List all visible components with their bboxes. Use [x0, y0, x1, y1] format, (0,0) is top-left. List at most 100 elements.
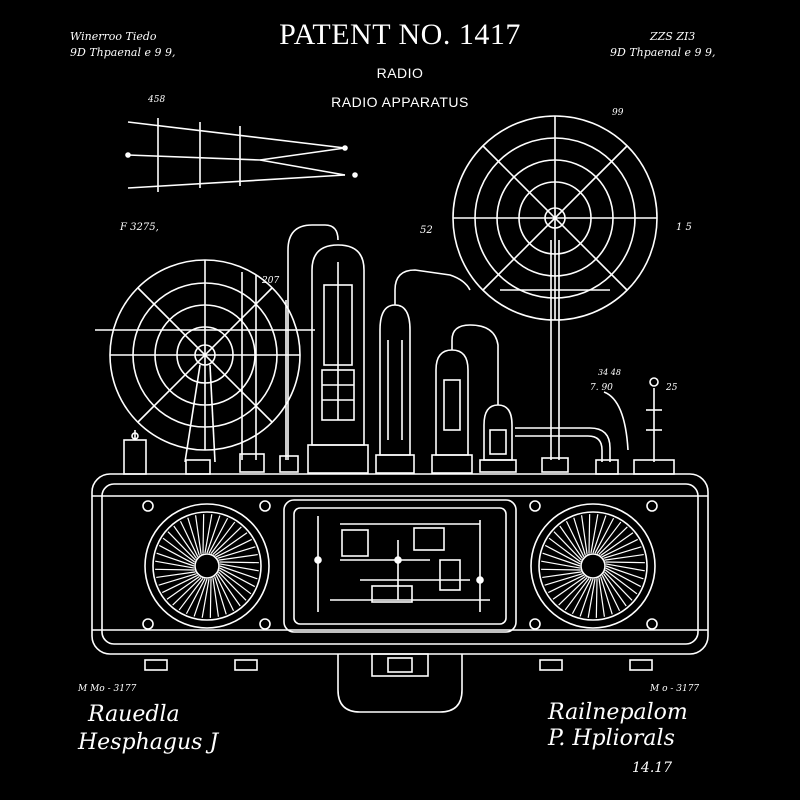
speaker-spoke [595, 578, 598, 618]
speaker-spoke [571, 578, 592, 615]
speaker-spoke [541, 560, 581, 569]
speaker-spoke [605, 569, 638, 595]
speaker-spoke [544, 573, 583, 586]
bottom-right-signature-2: P. Hpliorals [548, 726, 675, 751]
speaker-spoke [217, 573, 241, 607]
small-vacuum-tube [431, 324, 499, 474]
speaker-spoke [209, 578, 212, 618]
speaker-spoke [548, 574, 585, 594]
speaker-spoke [601, 538, 638, 558]
speaker-spoke [219, 565, 258, 580]
speaker-spoke [605, 561, 645, 564]
left-speaker [144, 503, 270, 629]
speaker-spoke [600, 532, 634, 556]
speaker-spoke [552, 576, 586, 600]
radio-body [91, 473, 709, 671]
speaker-spoke [158, 573, 197, 586]
speaker-spoke [598, 577, 606, 617]
speaker-spoke [604, 553, 644, 561]
speaker-spoke [590, 514, 599, 554]
speaker-spoke [215, 538, 252, 558]
speaker-spoke [573, 517, 586, 556]
left-dish-antenna [95, 259, 315, 475]
speaker-spoke [218, 553, 258, 561]
speaker-spoke [605, 567, 642, 588]
speaker-spoke [185, 578, 206, 615]
speaker-spoke [580, 515, 588, 555]
speaker-spoke [542, 552, 581, 567]
large-vacuum-tube [287, 224, 369, 474]
speaker-spoke [544, 544, 581, 565]
top-left-note-1: Winerroo Tiedo [70, 30, 157, 43]
speaker-spoke [158, 544, 195, 565]
speaker-spoke [219, 561, 259, 564]
speaker-spoke [179, 521, 199, 558]
bottom-left-signature-1: Rauedla [88, 702, 180, 727]
top-right-note-2: 9D Thpaenal e 9 9, [610, 46, 716, 59]
speaker-spoke [156, 552, 195, 567]
top-left-note-2: 9D Thpaenal e 9 9, [70, 46, 176, 59]
speaker-spoke [212, 577, 220, 617]
label-52: 52 [420, 225, 433, 236]
right-pipe-and-knobs [515, 377, 675, 475]
speaker-spoke [201, 578, 210, 618]
speaker-spoke [588, 514, 591, 554]
label-25: 25 [666, 383, 678, 393]
speaker-spoke [155, 568, 195, 571]
top-right-note-1: ZZS ZI3 [650, 30, 696, 43]
speaker-spoke [178, 578, 204, 611]
speaker-spoke [559, 525, 583, 559]
speaker-spoke [594, 517, 615, 554]
center-circuit-panel [283, 499, 517, 633]
speaker-spoke [156, 571, 196, 579]
speaker-spoke [217, 546, 256, 559]
label-f3275: F 3275, [120, 222, 159, 233]
speaker-spoke [208, 517, 229, 554]
bottom-right-date: 14.17 [632, 760, 673, 776]
speaker-spoke [166, 576, 200, 600]
speaker-spoke [202, 514, 205, 554]
speaker-spoke [541, 568, 581, 571]
label-458: 458 [148, 95, 166, 105]
speaker-grille-spokes [155, 514, 645, 618]
speaker-spoke [162, 574, 199, 594]
bottom-right-ref: M o - 3177 [650, 684, 700, 694]
speaker-spoke [219, 567, 256, 588]
speaker-spoke [214, 532, 248, 556]
speaker-spoke [219, 563, 259, 572]
speaker-spoke [592, 515, 607, 554]
speaker-spoke [542, 571, 582, 579]
wave-schematic [125, 118, 358, 192]
speaker-spoke [604, 571, 633, 601]
speaker-spoke [215, 574, 235, 611]
speaker-spoke [553, 531, 582, 561]
speaker-spoke [601, 574, 621, 611]
speaker-spoke [214, 576, 227, 615]
speaker-spoke [579, 578, 594, 617]
speaker-spoke [548, 537, 581, 563]
speaker-spoke [155, 560, 195, 569]
speaker-spoke [187, 517, 200, 556]
label-790: 7. 90 [590, 383, 613, 393]
speaker-spoke [565, 521, 585, 558]
speaker-spoke [173, 525, 197, 559]
speaker-spoke [596, 521, 622, 554]
bottom-right-signature-1: Railnepalom [548, 700, 688, 725]
speaker-spoke [212, 526, 242, 555]
patent-title: PATENT NO. 1417 [279, 18, 521, 51]
speaker-spoke [218, 571, 247, 601]
bottom-left-ref: M Mo - 3177 [78, 684, 137, 694]
patent-subtitle-radio: RADIO [376, 65, 424, 81]
label-3448: 34 48 [598, 368, 621, 377]
speaker-spoke [587, 578, 596, 618]
label-207: 207 [262, 276, 280, 286]
speaker-spoke [603, 573, 627, 607]
speaker-spoke [558, 577, 588, 606]
speaker-spoke [204, 514, 213, 554]
speaker-spoke [598, 526, 628, 555]
speaker-spoke [193, 578, 208, 617]
speaker-spoke [167, 531, 196, 561]
bottom-left-signature-2: Hesphagus J [78, 730, 219, 755]
speaker-spoke [605, 563, 645, 572]
speaker-spoke [162, 537, 195, 563]
